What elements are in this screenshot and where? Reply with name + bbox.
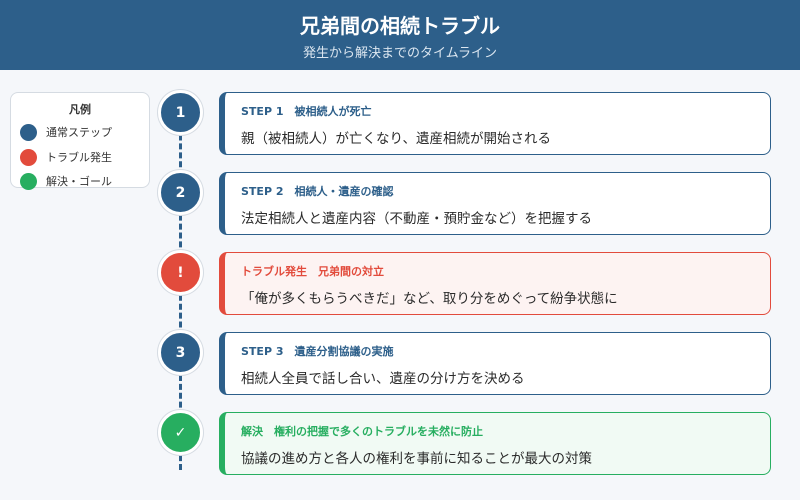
- step-1-marker: 1: [158, 90, 203, 135]
- legend-item-trouble: トラブル発生: [20, 148, 112, 166]
- normal-step-dot-icon: [20, 123, 37, 141]
- legend-label: トラブル発生: [46, 151, 112, 164]
- step-title: トラブル発生 兄弟間の対立: [241, 265, 384, 278]
- step-2-card: STEP 2 相続人・遺産の確認 法定相続人と遺産内容（不動産・預貯金など）を把…: [219, 172, 771, 235]
- trouble-card: トラブル発生 兄弟間の対立 「俺が多くもらうべきだ」など、取り分をめぐって紛争状…: [219, 252, 771, 315]
- step-3-marker: 3: [158, 330, 203, 375]
- legend-label: 通常ステップ: [46, 126, 112, 139]
- step-2-marker: 2: [158, 170, 203, 215]
- legend-label: 解決・ゴール: [46, 175, 112, 188]
- legend-box: 凡例 通常ステップ トラブル発生 解決・ゴール: [10, 92, 150, 190]
- step-3-card: STEP 3 遺産分割協議の実施 相続人全員で話し合い、遺産の分け方を決める: [219, 332, 771, 395]
- step-description: 協議の進め方と各人の権利を事前に知ることが最大の対策: [241, 451, 592, 467]
- legend-item-normal: 通常ステップ: [20, 123, 112, 141]
- step-title: STEP 1 被相続人が死亡: [241, 105, 372, 118]
- page-title: 兄弟間の相続トラブル: [300, 14, 500, 38]
- goal-card: 解決 権利の把握で多くのトラブルを未然に防止 協議の進め方と各人の権利を事前に知…: [219, 412, 771, 475]
- step-1-card: STEP 1 被相続人が死亡 親（被相続人）が亡くなり、遺産相続が開始される: [219, 92, 771, 155]
- step-title: 解決 権利の把握で多くのトラブルを未然に防止: [241, 425, 483, 438]
- goal-dot-icon: [20, 172, 37, 190]
- legend-item-goal: 解決・ゴール: [20, 172, 112, 190]
- step-description: 相続人全員で話し合い、遺産の分け方を決める: [241, 371, 525, 387]
- step-title: STEP 2 相続人・遺産の確認: [241, 185, 394, 198]
- header-banner: 兄弟間の相続トラブル 発生から解決までのタイムライン: [0, 0, 800, 70]
- step-title: STEP 3 遺産分割協議の実施: [241, 345, 394, 358]
- step-description: 「俺が多くもらうべきだ」など、取り分をめぐって紛争状態に: [241, 291, 618, 307]
- page-subtitle: 発生から解決までのタイムライン: [302, 46, 498, 61]
- checkmark-icon: ✓: [158, 410, 203, 455]
- trouble-marker-icon: !: [158, 250, 203, 295]
- step-description: 法定相続人と遺産内容（不動産・預貯金など）を把握する: [241, 211, 592, 227]
- trouble-dot-icon: [20, 148, 37, 166]
- legend-title: 凡例: [69, 103, 91, 116]
- step-description: 親（被相続人）が亡くなり、遺産相続が開始される: [241, 131, 551, 147]
